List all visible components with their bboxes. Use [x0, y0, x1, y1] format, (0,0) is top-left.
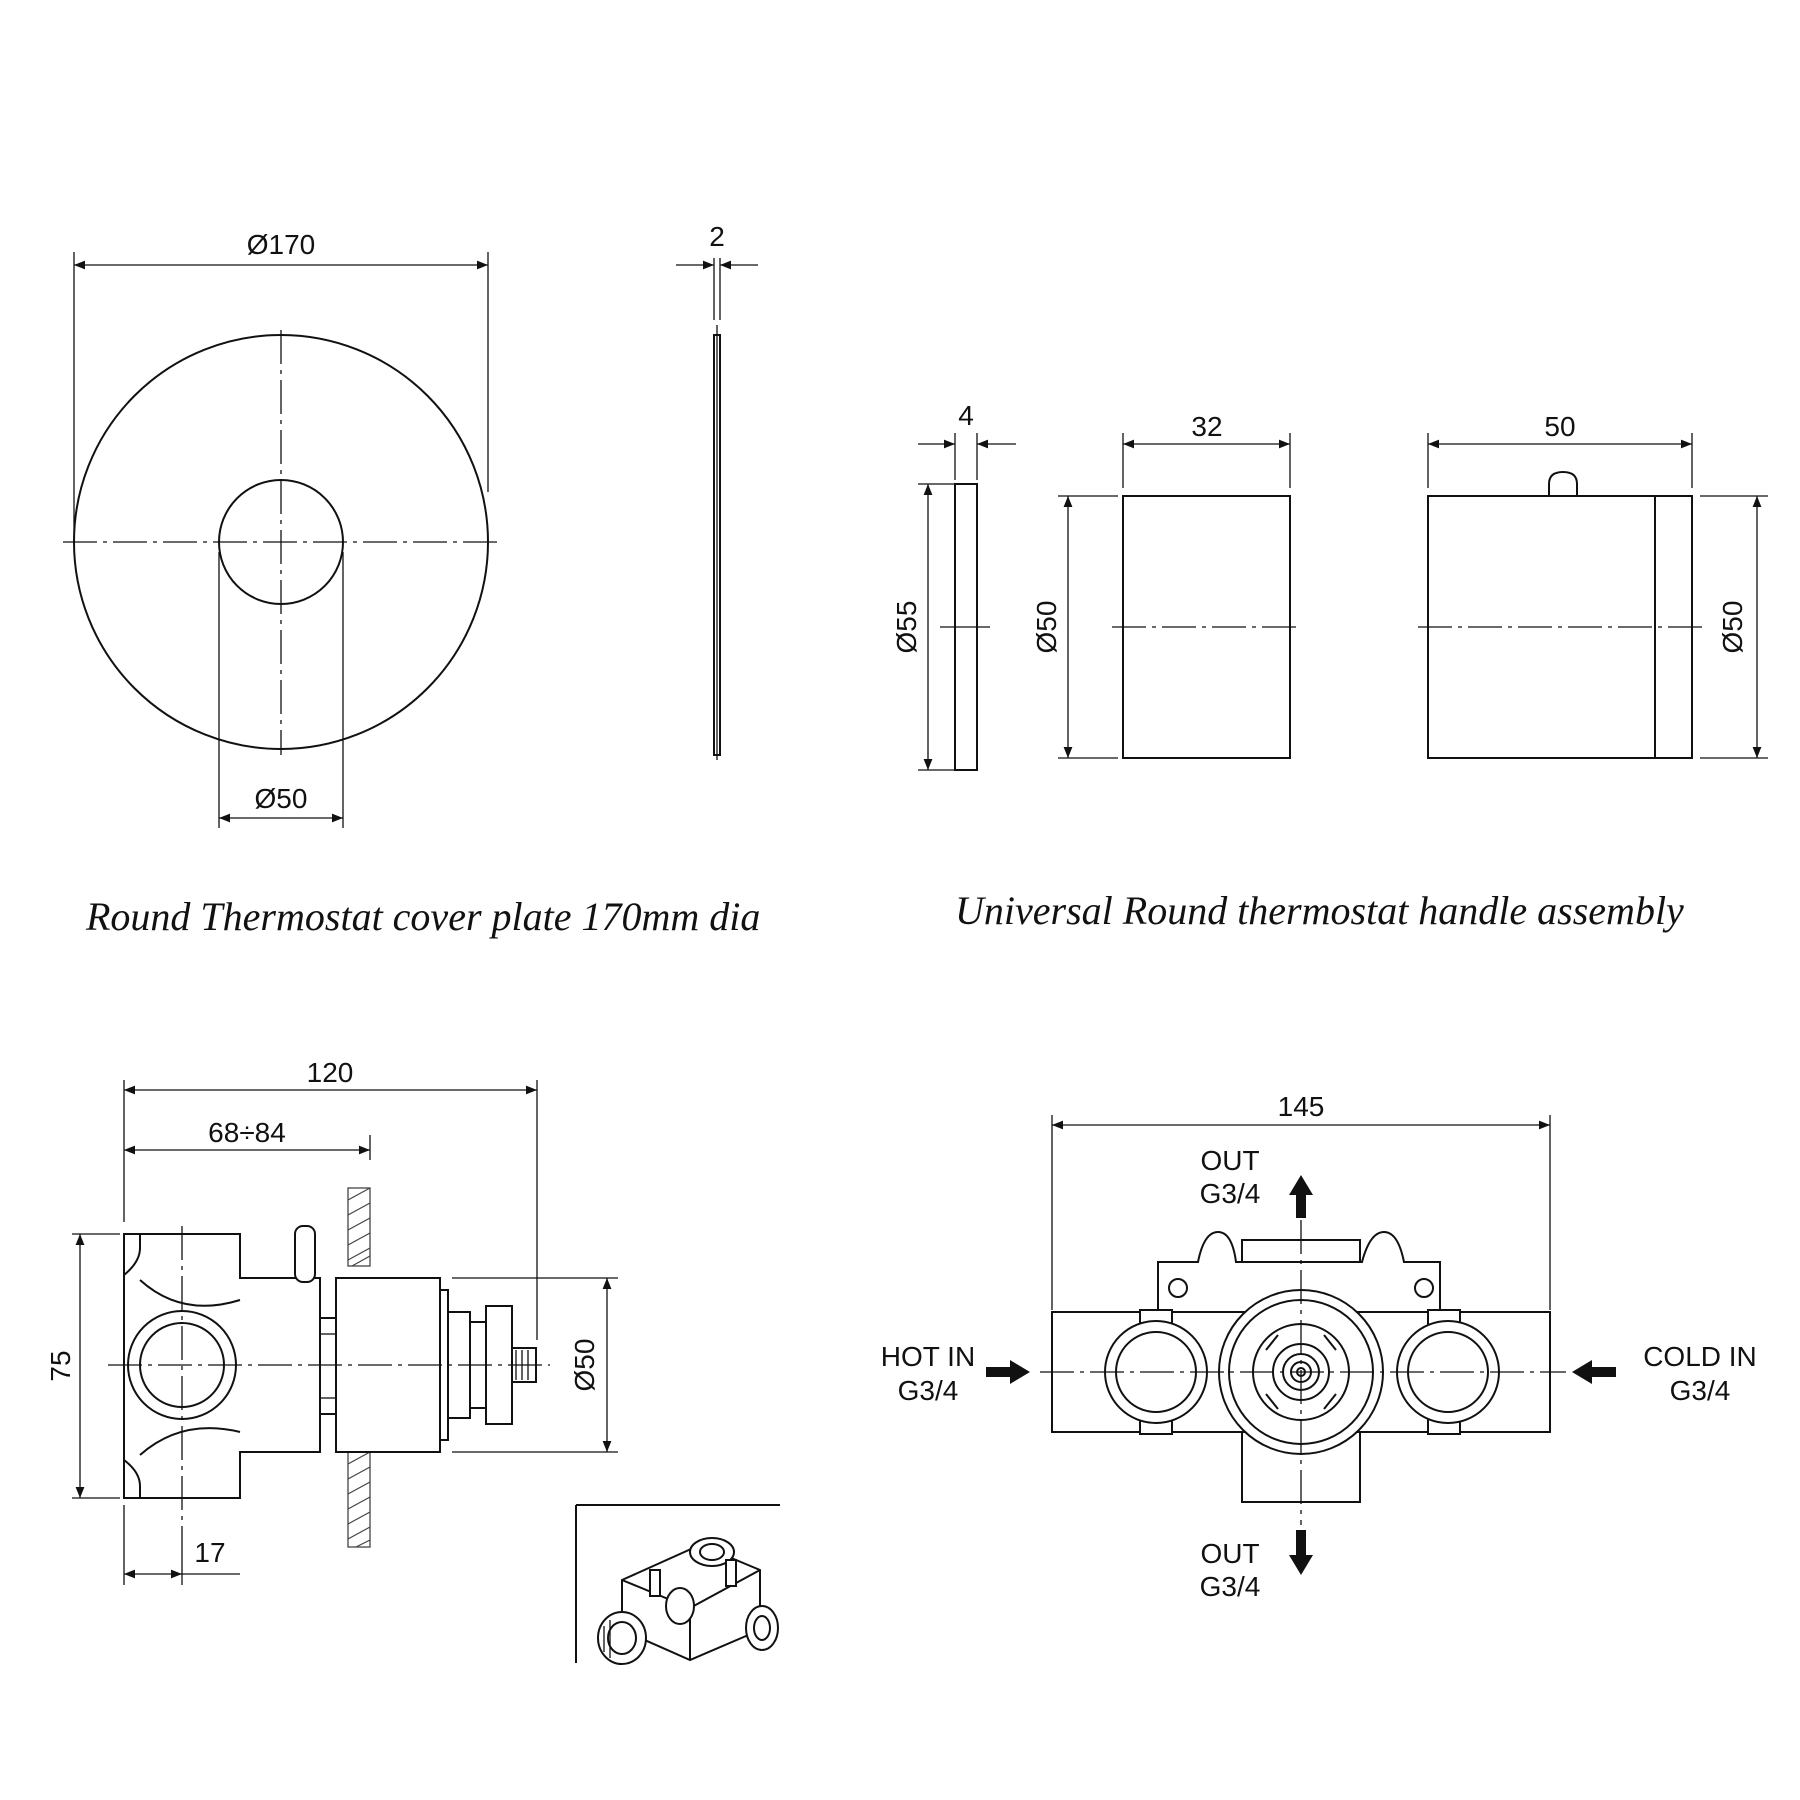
dim-valve-overall: 120	[307, 1057, 354, 1088]
cover-plate-caption: Round Thermostat cover plate 170mm dia	[85, 894, 760, 939]
dim-valve-height: 75	[45, 1350, 76, 1381]
dim-valve-offset: 17	[194, 1537, 225, 1568]
hot-in-label: HOT IN	[881, 1341, 975, 1372]
dim-handle-diameter-left: Ø50	[1031, 601, 1062, 654]
valve-front-view: 145 OUT G3/4 OUT	[881, 1091, 1757, 1602]
hot-in-thread: G3/4	[898, 1375, 959, 1406]
dim-valve-diameter: Ø50	[569, 1339, 600, 1392]
dim-wall-range: 68÷84	[208, 1117, 286, 1148]
dim-cover-thickness: 2	[709, 221, 725, 252]
dim-handle-length: 50	[1544, 411, 1575, 442]
cover-plate-front-view: Ø170 Ø50	[63, 229, 500, 828]
dim-handle-depth: 32	[1191, 411, 1222, 442]
valve-side-view: 120 68÷84	[45, 1057, 618, 1585]
out-top-thread: G3/4	[1200, 1178, 1261, 1209]
hot-in-arrow-icon	[986, 1360, 1030, 1384]
dim-cover-inner-diameter: Ø50	[255, 783, 308, 814]
cold-in-label: COLD IN	[1643, 1341, 1757, 1372]
handle-side-view: 32 Ø50	[1031, 411, 1302, 759]
out-bottom-label: OUT	[1200, 1538, 1259, 1569]
dim-handle-diameter-right: Ø50	[1717, 601, 1748, 654]
wall-hatch-upper	[347, 1187, 371, 1267]
dim-valve-width: 145	[1278, 1091, 1325, 1122]
out-top-label: OUT	[1200, 1145, 1259, 1176]
dim-ring-thickness: 4	[958, 400, 974, 431]
cover-plate-side-view: 2	[676, 221, 758, 760]
handle-assembly-caption: Universal Round thermostat handle assemb…	[955, 888, 1684, 933]
out-bottom-arrow-icon	[1289, 1530, 1313, 1575]
cold-in-thread: G3/4	[1670, 1375, 1731, 1406]
dim-ring-diameter: Ø55	[891, 601, 922, 654]
valve-isometric-thumbnail	[575, 1504, 780, 1665]
wall-hatch-lower	[347, 1451, 371, 1548]
handle-front-view: 50 Ø50	[1418, 411, 1768, 759]
dim-cover-outer-diameter: Ø170	[247, 229, 316, 260]
out-bottom-thread: G3/4	[1200, 1571, 1261, 1602]
out-top-arrow-icon	[1289, 1175, 1313, 1218]
handle-ring-view: 4 Ø55	[891, 400, 1016, 771]
cold-in-arrow-icon	[1572, 1360, 1616, 1384]
